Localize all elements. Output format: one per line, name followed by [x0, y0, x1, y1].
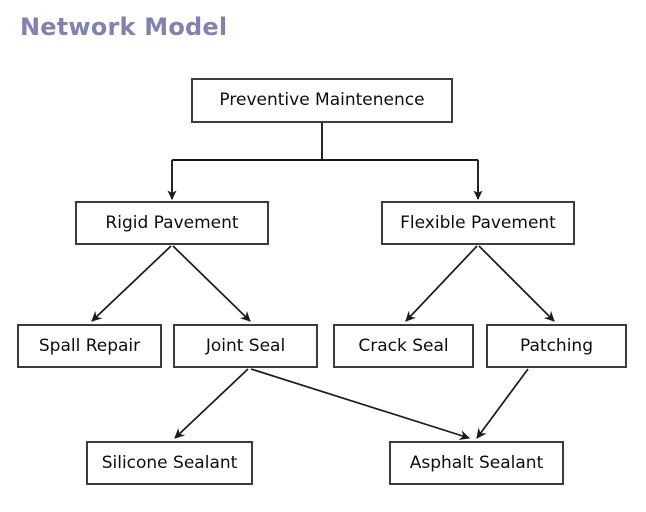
- node-crack-seal[interactable]: Crack Seal: [333, 324, 474, 368]
- edge-flexible-patching: [478, 245, 555, 322]
- node-label: Rigid Pavement: [105, 212, 239, 233]
- node-asphalt-sealant[interactable]: Asphalt Sealant: [389, 441, 564, 485]
- edge-rigid-spall: [91, 245, 172, 322]
- edge-flexible-crack: [405, 245, 478, 322]
- node-label: Joint Seal: [205, 335, 286, 356]
- edge-patching-asphalt: [476, 368, 529, 439]
- node-label: Flexible Pavement: [400, 212, 556, 233]
- node-rigid-pavement[interactable]: Rigid Pavement: [75, 201, 269, 245]
- node-spall-repair[interactable]: Spall Repair: [17, 324, 162, 368]
- node-label: Crack Seal: [358, 335, 449, 356]
- node-label: Asphalt Sealant: [409, 452, 544, 473]
- node-label: Spall Repair: [38, 335, 141, 356]
- node-preventive-maintenence[interactable]: Preventive Maintenence: [191, 78, 453, 123]
- edge-rigid-joint: [172, 245, 251, 322]
- node-label: Silicone Sealant: [101, 452, 238, 473]
- node-silicone-sealant[interactable]: Silicone Sealant: [86, 441, 253, 485]
- node-joint-seal[interactable]: Joint Seal: [173, 324, 318, 368]
- edge-joint-silicone: [174, 368, 249, 439]
- page-title: Network Model: [20, 13, 228, 41]
- node-label: Patching: [520, 335, 593, 356]
- node-flexible-pavement[interactable]: Flexible Pavement: [381, 201, 575, 245]
- node-patching[interactable]: Patching: [486, 324, 627, 368]
- node-label: Preventive Maintenence: [219, 90, 425, 110]
- edge-joint-asphalt: [250, 368, 471, 441]
